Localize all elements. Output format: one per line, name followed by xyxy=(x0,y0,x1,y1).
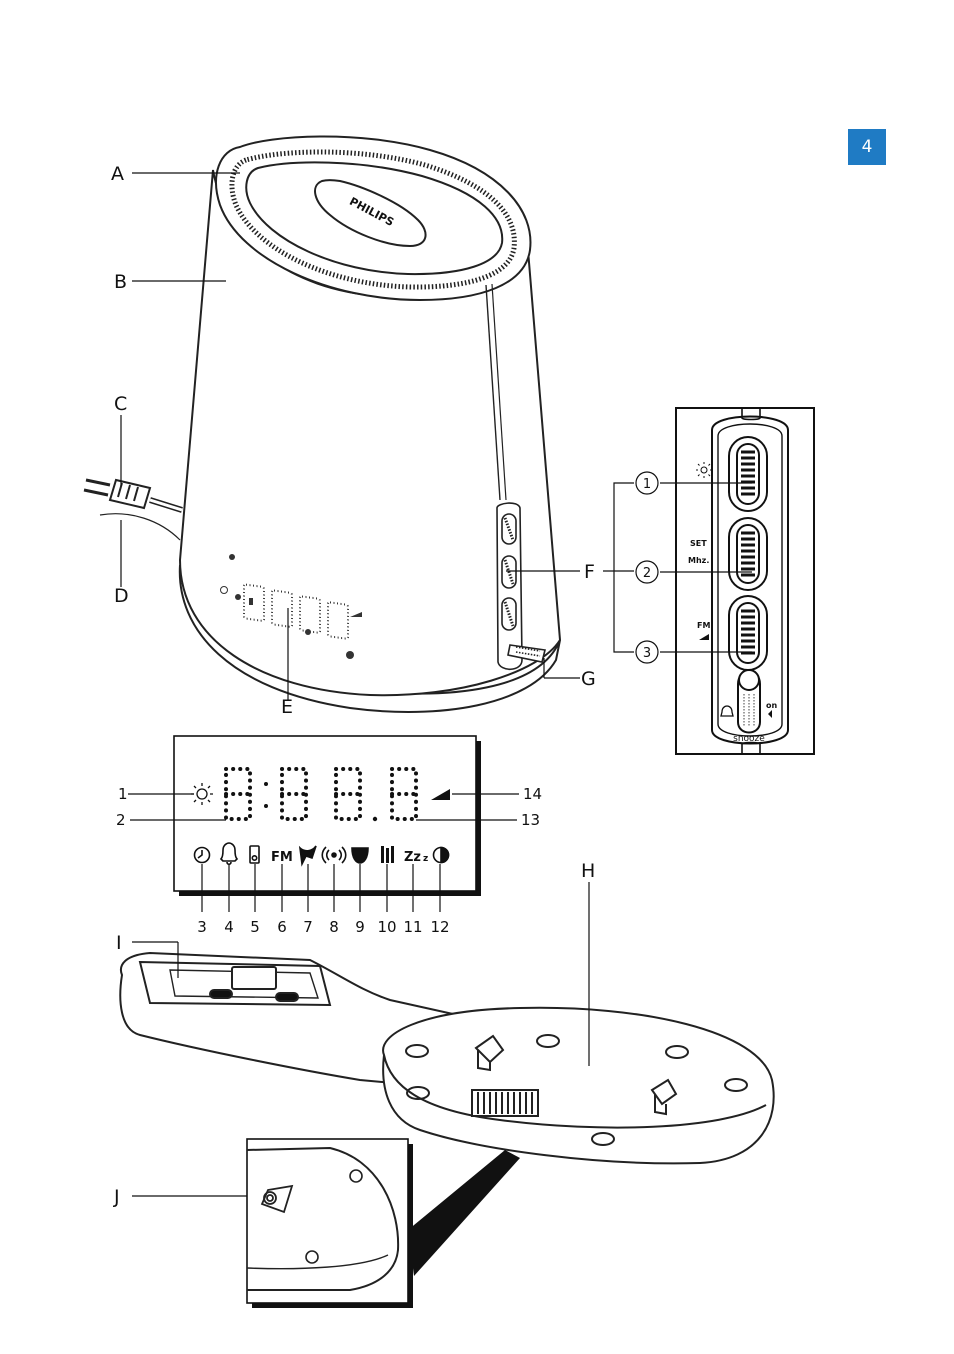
sun-icon xyxy=(696,462,712,478)
panel-label-mhz: Mhz. xyxy=(688,556,709,565)
callout-circle-1 xyxy=(635,471,659,495)
display-callout-9: 9 xyxy=(355,918,365,936)
brightness-icon xyxy=(432,846,450,864)
page-number: 4 xyxy=(861,137,873,157)
callout-b: B xyxy=(114,271,127,293)
display-digit-2 xyxy=(280,767,308,821)
dock-leader-lines xyxy=(132,882,590,1197)
callout-h: H xyxy=(581,860,595,882)
display-digit-4 xyxy=(390,767,418,821)
signal-icon xyxy=(350,612,362,617)
callout-g: G xyxy=(581,668,596,690)
callout-e: E xyxy=(281,696,293,718)
wall-mount-hole-icon xyxy=(260,1184,294,1214)
callout-j: J xyxy=(113,1186,120,1208)
display-callout-12: 12 xyxy=(430,918,449,936)
callout-circle-3 xyxy=(635,640,659,664)
display-leader-lines xyxy=(128,793,519,912)
nature-sound-icon xyxy=(381,846,394,863)
radio-wave-icon xyxy=(321,846,347,864)
display-callout-7: 7 xyxy=(303,918,313,936)
inset-underside xyxy=(246,1138,520,1308)
display-digit-3 xyxy=(334,767,362,821)
ipod-icon xyxy=(249,845,260,864)
dock-base xyxy=(119,951,775,1165)
callout-i: I xyxy=(116,932,122,954)
display-callout-4: 4 xyxy=(224,918,234,936)
callout-c: C xyxy=(114,393,127,415)
signal-icon xyxy=(431,789,450,800)
bowl-icon xyxy=(305,629,311,635)
panel-label-snooze: snooze xyxy=(733,734,765,744)
display-callout-11: 11 xyxy=(403,918,422,936)
side-panel-inset xyxy=(675,407,815,755)
panel-label-on: on xyxy=(766,701,777,710)
callout-a: A xyxy=(111,163,124,185)
callout-circle-1-label: 1 xyxy=(643,477,651,492)
display-callout-1: 1 xyxy=(118,785,128,803)
power-cord xyxy=(83,478,183,541)
bell-icon xyxy=(720,705,734,717)
display-callout-13: 13 xyxy=(521,811,540,829)
callout-f: F xyxy=(584,561,595,583)
callout-circle-2-label: 2 xyxy=(643,566,651,581)
callout-d: D xyxy=(114,585,129,607)
callout-circle-2 xyxy=(635,560,659,584)
display-callout-2: 2 xyxy=(116,811,126,829)
snooze-icon: Zz xyxy=(404,850,421,865)
display-callout-10: 10 xyxy=(377,918,396,936)
display-callout-14: 14 xyxy=(523,785,542,803)
snooze-icon-small: z xyxy=(423,854,428,864)
clock-icon xyxy=(193,846,211,864)
display-colon-and-decimal xyxy=(264,782,378,822)
display-callout-6: 6 xyxy=(277,918,287,936)
display-callout-5: 5 xyxy=(250,918,260,936)
bird-icon xyxy=(298,845,317,867)
panel-label-set: SET xyxy=(690,539,707,548)
sun-icon xyxy=(229,554,235,560)
side-controls xyxy=(496,502,546,671)
signal-icon xyxy=(699,634,709,640)
body-display-icons xyxy=(220,554,362,659)
chevron-left-icon xyxy=(768,710,772,718)
callout-circle-3-label: 3 xyxy=(643,646,651,661)
bowl-icon xyxy=(351,847,369,864)
fm-icon: FM xyxy=(271,850,293,865)
display-digit-1 xyxy=(224,767,252,821)
panel-label-fm: FM xyxy=(697,621,710,630)
panel-callout-bracket xyxy=(613,471,752,664)
display-icon-row xyxy=(193,842,450,867)
ipod-icon xyxy=(249,598,253,605)
page-number-badge: 4 xyxy=(848,129,886,165)
clock-icon xyxy=(220,586,228,594)
display-callout-8: 8 xyxy=(329,918,339,936)
bell-icon xyxy=(235,594,241,600)
brightness-icon xyxy=(346,651,354,659)
display-detail: FM Zz z xyxy=(173,735,481,896)
leader-lines-top xyxy=(120,172,634,700)
display-callout-3: 3 xyxy=(197,918,207,936)
lamp-body xyxy=(178,135,562,713)
